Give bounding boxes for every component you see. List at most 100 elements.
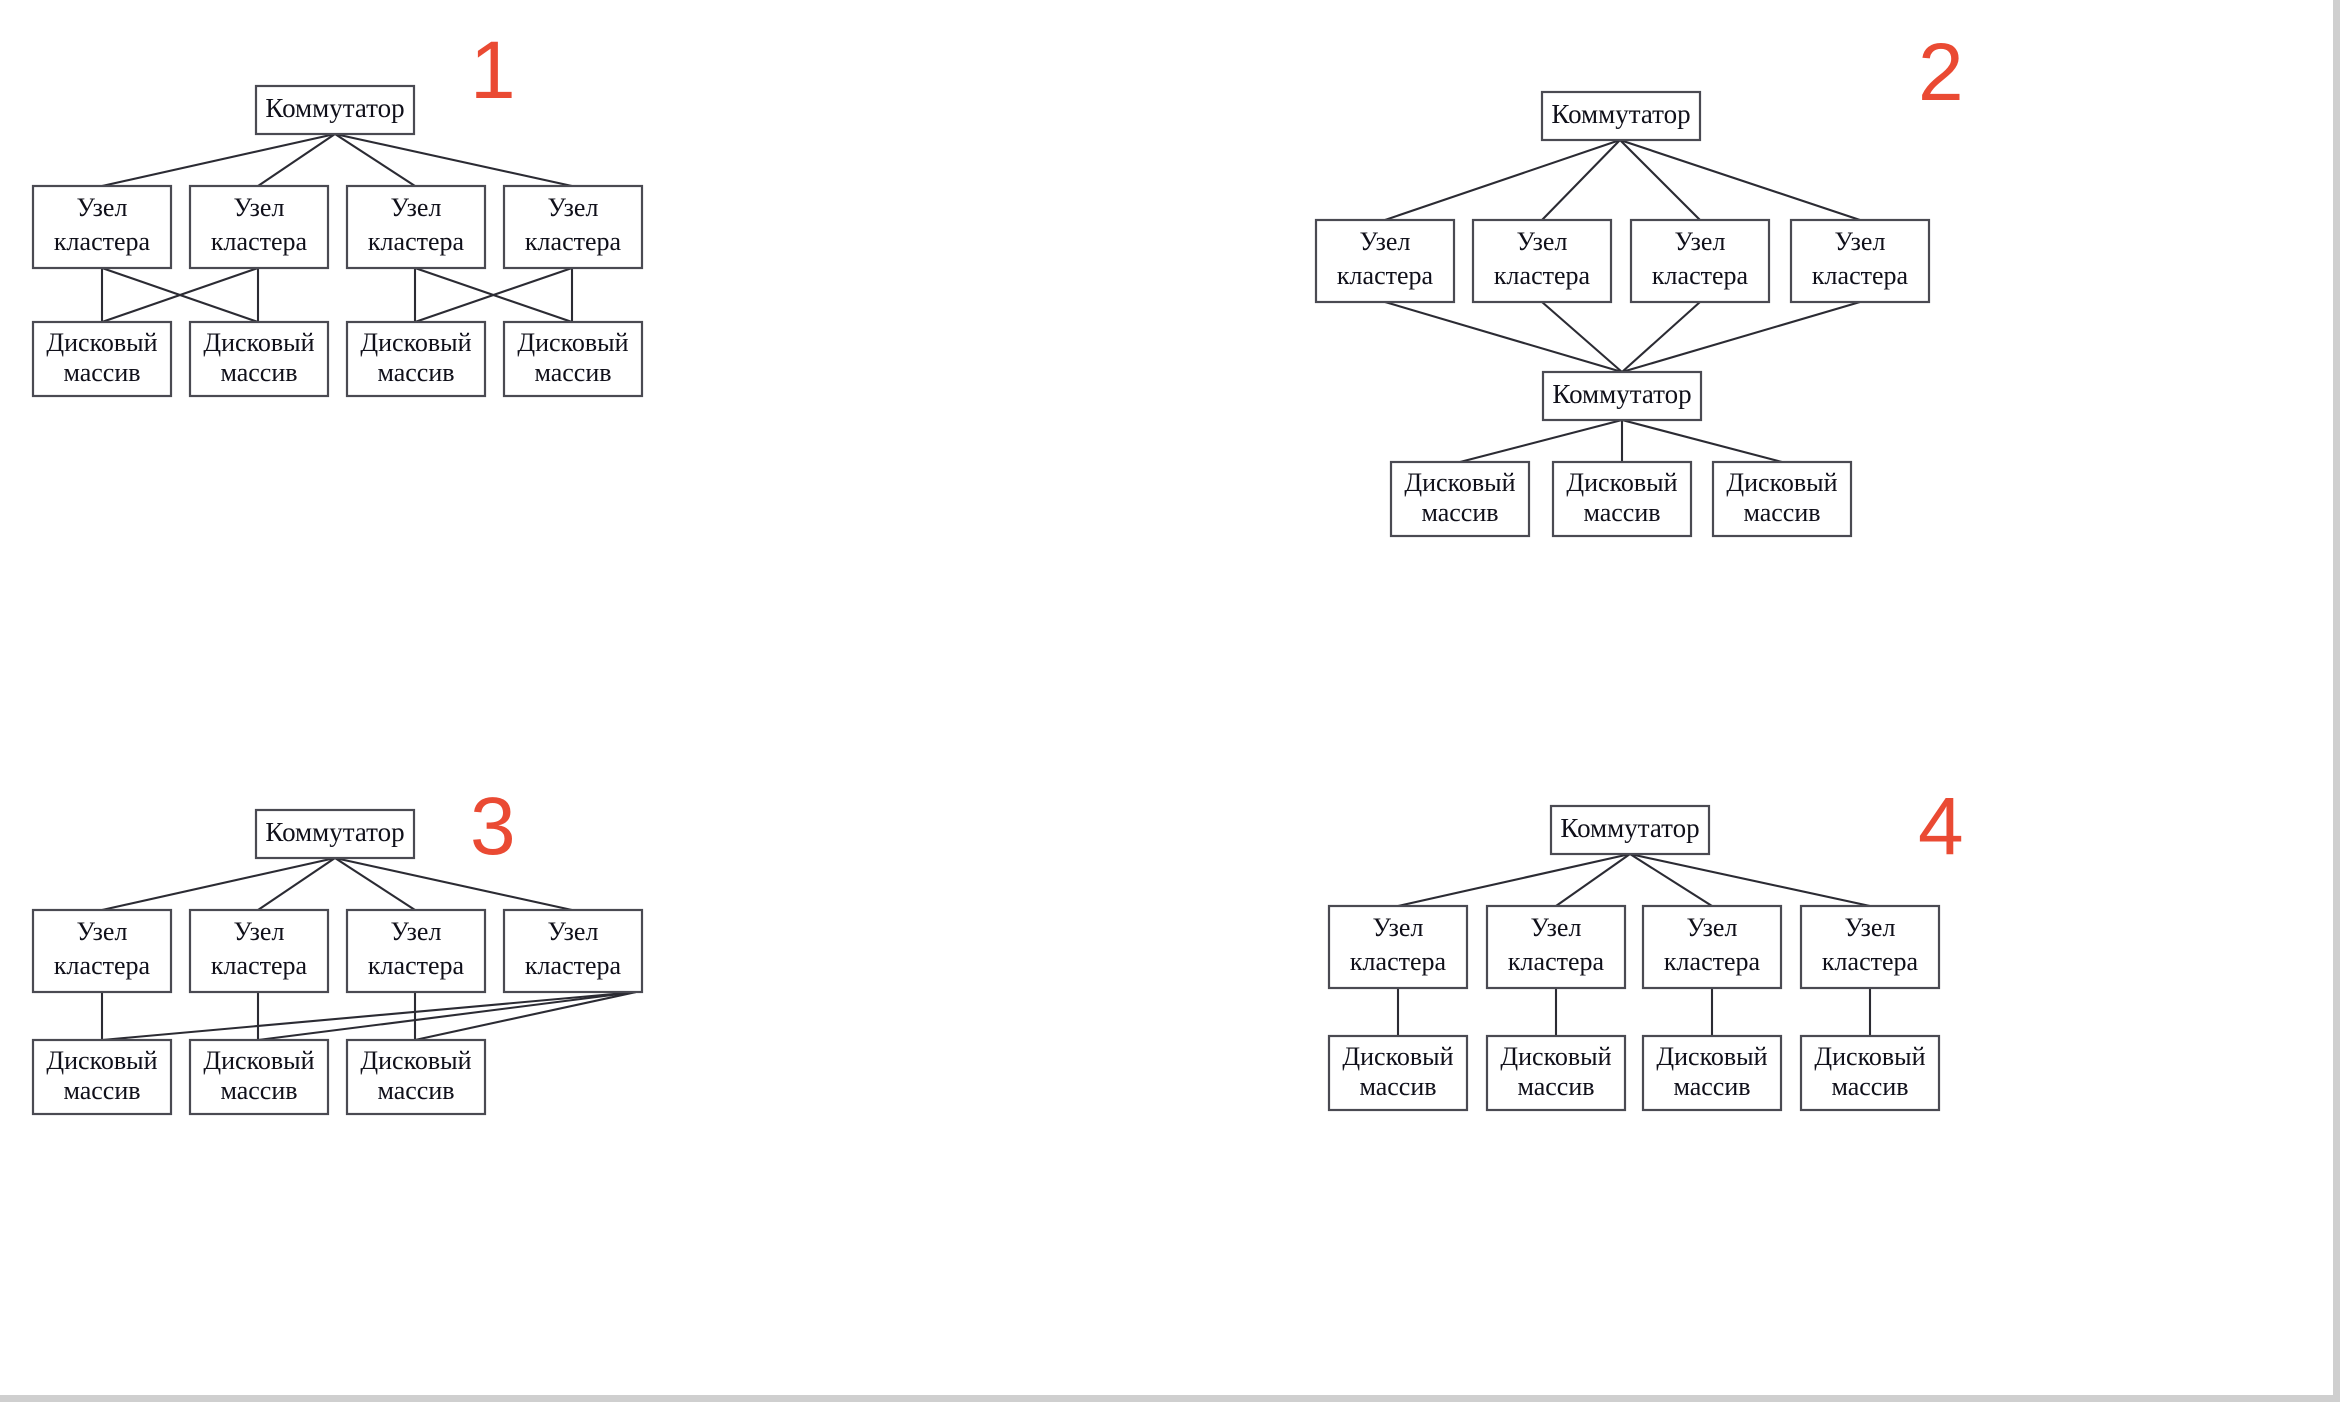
panel-1-edges-switch-nodes	[101, 132, 573, 188]
panel-2-node-2[interactable]: Узел кластера	[1471, 218, 1613, 304]
panel-1-disk-2[interactable]: Дисковый массив	[188, 320, 330, 398]
panel-1-disk-2-line1: Дисковый	[203, 328, 314, 357]
panel-2-disk-3-line2: массив	[1743, 498, 1820, 527]
panel-1-node-4[interactable]: Узел кластера	[502, 184, 644, 270]
panel-3-edges-switch-nodes	[101, 856, 573, 912]
panel-3-node-2-line1: Узел	[234, 917, 285, 946]
panel-4-node-1-line1: Узел	[1373, 913, 1424, 942]
panel-4-disk-4-line2: массив	[1831, 1072, 1908, 1101]
panel-2-disk-3-line1: Дисковый	[1726, 468, 1837, 497]
panel-4-disk-1-line2: массив	[1359, 1072, 1436, 1101]
panel-4-disk-3-line1: Дисковый	[1656, 1042, 1767, 1071]
panel-2-node-3[interactable]: Узел кластера	[1629, 218, 1771, 304]
panel-4-switch-label: Коммутатор	[1560, 813, 1699, 843]
panel-1-disk-1-line1: Дисковый	[46, 328, 157, 357]
panel-4-node-3[interactable]: Узел кластера	[1641, 904, 1783, 990]
panel-1-graph: Коммутатор Узел кластера Узел кластера У…	[31, 84, 644, 398]
panel-4-edges-nodes-disks	[1396, 988, 1872, 1036]
panel-4-disk-3-line2: массив	[1673, 1072, 1750, 1101]
panel-1-node-1[interactable]: Узел кластера	[31, 184, 173, 270]
panel-2-node-4-line2: кластера	[1812, 261, 1909, 290]
panel-4-node-4-line2: кластера	[1822, 947, 1919, 976]
panel-4-switch[interactable]: Коммутатор	[1549, 804, 1711, 856]
panel-1-node-4-line2: кластера	[525, 227, 622, 256]
panel-4-node-2-line1: Узел	[1531, 913, 1582, 942]
panel-1-disk-3-line1: Дисковый	[360, 328, 471, 357]
panel-3-node-1[interactable]: Узел кластера	[31, 908, 173, 994]
panel-4-node-4[interactable]: Узел кластера	[1799, 904, 1941, 990]
panel-3-disk-3-line2: массив	[377, 1076, 454, 1105]
panel-3-node-1-line2: кластера	[54, 951, 151, 980]
panel-3-disk-1-line2: массив	[63, 1076, 140, 1105]
panel-1-switch-label: Коммутатор	[265, 93, 404, 123]
panel-2-disk-2-line2: массив	[1583, 498, 1660, 527]
panel-4: 4 Коммутатор	[1270, 786, 2340, 1270]
panel-4-node-3-line2: кластера	[1664, 947, 1761, 976]
panel-4-disk-2[interactable]: Дисковый массив	[1485, 1034, 1627, 1112]
panel-1-disk-3[interactable]: Дисковый массив	[345, 320, 487, 398]
panel-1-node-2-line2: кластера	[211, 227, 308, 256]
panel-3-disk-1[interactable]: Дисковый массив	[31, 1038, 173, 1116]
panel-2-switch-top-label: Коммутатор	[1551, 99, 1690, 129]
panel-1-node-3[interactable]: Узел кластера	[345, 184, 487, 270]
panel-3-disk-3[interactable]: Дисковый массив	[345, 1038, 487, 1116]
panel-2-disk-1[interactable]: Дисковый массив	[1389, 460, 1531, 538]
panel-3-node-2[interactable]: Узел кластера	[188, 908, 330, 994]
panel-2-node-2-line1: Узел	[1517, 227, 1568, 256]
panel-4-disk-1-line1: Дисковый	[1342, 1042, 1453, 1071]
panel-2-disk-2[interactable]: Дисковый массив	[1551, 460, 1693, 538]
panel-2-switch-top[interactable]: Коммутатор	[1540, 90, 1702, 142]
panel-3-node-3-line2: кластера	[368, 951, 465, 980]
panel-2-switch-bottom-label: Коммутатор	[1552, 379, 1691, 409]
panel-1-disk-2-line2: массив	[220, 358, 297, 387]
panel-2-node-3-line2: кластера	[1652, 261, 1749, 290]
panel-2-node-1-line2: кластера	[1337, 261, 1434, 290]
panel-2-edges-switch-nodes	[1384, 139, 1861, 221]
panel-2-disk-2-line1: Дисковый	[1566, 468, 1677, 497]
panel-1-edges-nodes-disks	[100, 267, 574, 323]
panel-2-node-4-line1: Узел	[1835, 227, 1886, 256]
panel-2: 2	[1270, 0, 2340, 538]
panel-4-disk-1[interactable]: Дисковый массив	[1327, 1034, 1469, 1112]
panel-2-number: 2	[1918, 27, 1964, 118]
panel-1-node-1-line2: кластера	[54, 227, 151, 256]
panel-4-disk-4-line1: Дисковый	[1814, 1042, 1925, 1071]
panel-1-disk-4[interactable]: Дисковый массив	[502, 320, 644, 398]
panel-2-node-1[interactable]: Узел кластера	[1314, 218, 1456, 304]
panel-3-disk-2-line1: Дисковый	[203, 1046, 314, 1075]
panel-1-switch[interactable]: Коммутатор	[254, 84, 416, 136]
panel-1-node-3-line2: кластера	[368, 227, 465, 256]
panel-1-node-3-line1: Узел	[391, 193, 442, 222]
panel-3-number: 3	[470, 781, 516, 872]
panel-1-disk-1[interactable]: Дисковый массив	[31, 320, 173, 398]
panel-3-disk-1-line1: Дисковый	[46, 1046, 157, 1075]
panel-3-node-3-line1: Узел	[391, 917, 442, 946]
panel-4-disk-4[interactable]: Дисковый массив	[1799, 1034, 1941, 1112]
panel-4-disk-3[interactable]: Дисковый массив	[1641, 1034, 1783, 1112]
panel-1-node-2[interactable]: Узел кластера	[188, 184, 330, 270]
panel-2-node-4[interactable]: Узел кластера	[1789, 218, 1931, 304]
panel-2-disk-3[interactable]: Дисковый массив	[1711, 460, 1853, 538]
panel-4-edges-switch-nodes	[1397, 852, 1871, 908]
panel-1-node-2-line1: Узел	[234, 193, 285, 222]
panel-3-disk-2[interactable]: Дисковый массив	[188, 1038, 330, 1116]
panel-1-node-1-line1: Узел	[77, 193, 128, 222]
panel-4-disk-2-line2: массив	[1517, 1072, 1594, 1101]
panel-4-node-1[interactable]: Узел кластера	[1327, 904, 1469, 990]
panel-4-node-4-line1: Узел	[1845, 913, 1896, 942]
panel-1-node-4-line1: Узел	[548, 193, 599, 222]
panel-3-disk-3-line1: Дисковый	[360, 1046, 471, 1075]
panel-3: 3 Коммутатор	[0, 786, 700, 1270]
panel-4-node-2[interactable]: Узел кластера	[1485, 904, 1627, 990]
panel-3-disk-2-line2: массив	[220, 1076, 297, 1105]
panel-3-switch[interactable]: Коммутатор	[254, 808, 416, 860]
panel-1-disk-4-line1: Дисковый	[517, 328, 628, 357]
panel-2-node-1-line1: Узел	[1360, 227, 1411, 256]
panel-3-node-3[interactable]: Узел кластера	[345, 908, 487, 994]
panel-2-graph: Коммутатор Узел кластера Узел кластера У…	[1314, 90, 1931, 538]
panel-1-disk-3-line2: массив	[377, 358, 454, 387]
panel-4-number: 4	[1918, 781, 1964, 872]
panel-3-node-4[interactable]: Узел кластера	[502, 908, 644, 994]
panel-2-switch-bottom[interactable]: Коммутатор	[1541, 370, 1703, 422]
